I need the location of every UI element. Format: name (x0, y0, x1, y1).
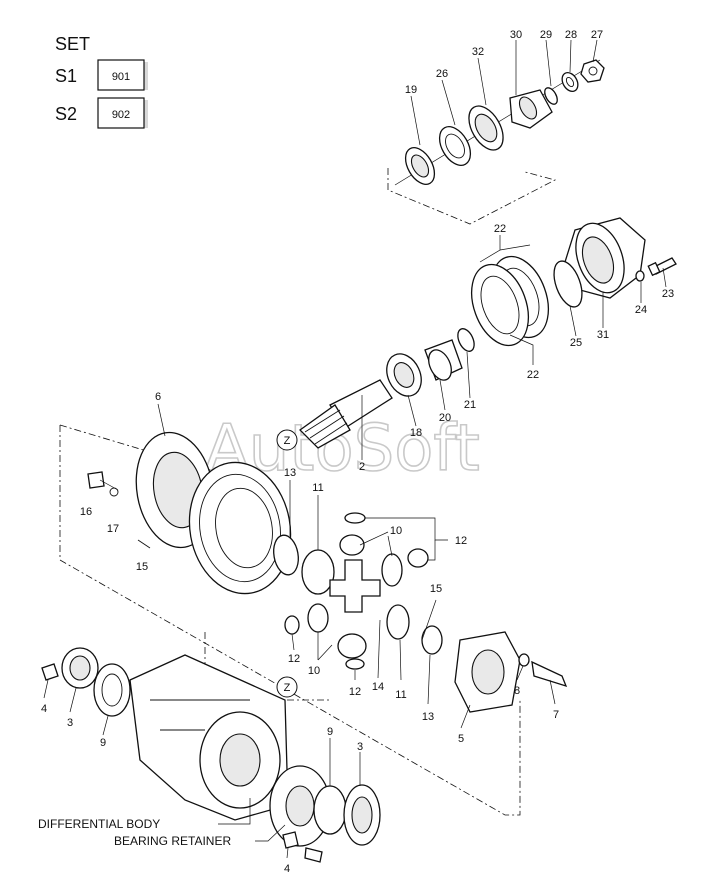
pinion-shaft-group (298, 328, 475, 449)
captions: DIFFERENTIAL BODY BEARING RETAINER (38, 798, 286, 848)
carrier-half-right (454, 631, 568, 713)
part-label-32: 32 (472, 46, 484, 58)
part-label-14: 14 (372, 681, 384, 693)
part-label-24: 24 (635, 304, 647, 316)
ring-gear-group (87, 431, 299, 595)
part-label-18: 18 (410, 427, 422, 439)
caption-differential-body: DIFFERENTIAL BODY (38, 817, 160, 831)
part-label-8: 8 (514, 685, 520, 697)
part-label-22-top: 22 (494, 223, 506, 235)
part-label-3-right: 3 (357, 741, 363, 753)
part-label-5: 5 (458, 733, 464, 745)
differential-gears-group (284, 512, 443, 670)
view-marker-z-body: Z (276, 676, 298, 698)
part-label-19: 19 (405, 84, 417, 96)
part-label-6: 6 (155, 391, 161, 403)
part-label-21: 21 (464, 399, 476, 411)
part-label-10-bottom: 10 (308, 665, 320, 677)
part-label-13-bottom: 13 (422, 711, 434, 723)
set-row-s1-code: 901 (112, 71, 130, 83)
part-label-4-left: 4 (41, 703, 47, 715)
differential-body-group (41, 647, 381, 863)
part-label-31: 31 (597, 329, 609, 341)
part-label-11-bottom: 11 (395, 689, 406, 701)
part-label-13-top: 13 (284, 467, 296, 479)
set-row-s1-label: S1 (55, 66, 77, 86)
part-label-12-right: 12 (455, 535, 467, 547)
part-label-23: 23 (662, 288, 674, 300)
set-row-s2-code: 902 (112, 109, 130, 121)
svg-text:Z: Z (284, 682, 291, 694)
carrier-housing-group (471, 217, 677, 347)
part-label-27: 27 (591, 29, 603, 41)
pinion-bearing-stack (394, 59, 605, 186)
part-label-12-bottom: 12 (349, 686, 361, 698)
caption-bearing-retainer: BEARING RETAINER (114, 834, 231, 848)
set-title: SET (55, 34, 90, 54)
part-label-12-left: 12 (288, 653, 300, 665)
part-label-11-top: 11 (312, 482, 323, 494)
set-table: SET S1 S2 901 902 (55, 34, 148, 129)
part-label-4-bottom: 4 (284, 863, 290, 875)
set-code-box-s1 (97, 59, 145, 91)
part-label-25: 25 (570, 337, 582, 349)
part-label-2: 2 (359, 461, 365, 473)
part-label-26: 26 (436, 68, 448, 80)
part-label-22-bottom: 22 (527, 369, 539, 381)
leader-lines (43, 39, 667, 859)
part-label-15-left: 15 (136, 561, 148, 573)
part-label-29: 29 (540, 29, 552, 41)
part-label-30: 30 (510, 29, 522, 41)
part-label-3-left: 3 (67, 717, 73, 729)
part-label-16: 16 (80, 506, 92, 518)
part-label-7: 7 (553, 709, 559, 721)
part-label-28: 28 (565, 29, 577, 41)
view-marker-z-top: Z (276, 429, 298, 451)
part-label-10-top: 10 (390, 525, 402, 537)
set-row-s2-label: S2 (55, 104, 77, 124)
part-labels: 30 29 28 27 32 26 19 22 22 23 24 25 31 1… (41, 29, 674, 875)
svg-text:Z: Z (284, 435, 291, 447)
part-label-9-right: 9 (327, 726, 333, 738)
part-label-17: 17 (107, 523, 119, 535)
part-label-20: 20 (439, 412, 451, 424)
part-label-15-right: 15 (430, 583, 442, 595)
set-code-box-s2 (97, 97, 145, 129)
part-label-9-left: 9 (100, 737, 106, 749)
